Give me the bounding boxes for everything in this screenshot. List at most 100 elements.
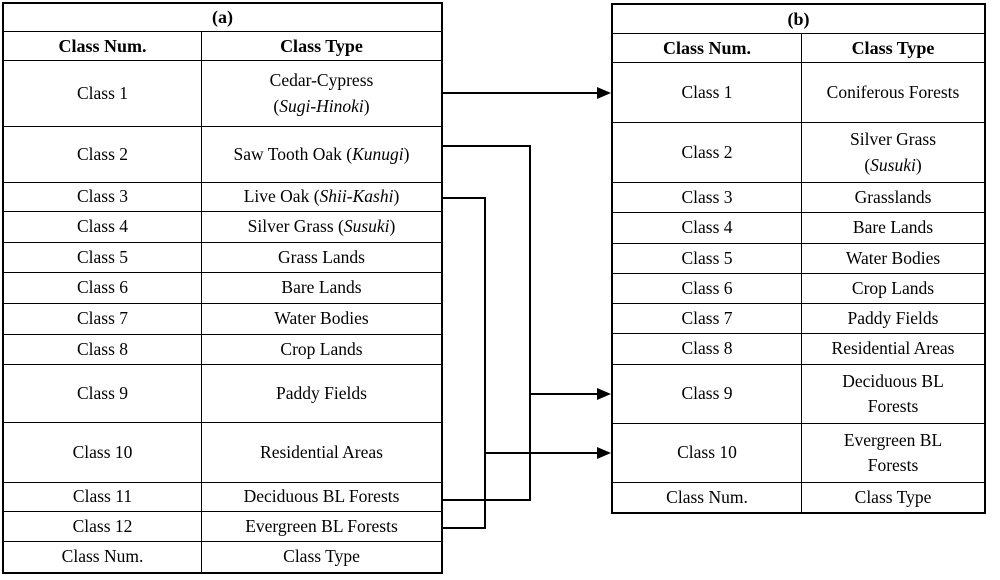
- class-num-cell: Class 2: [613, 123, 802, 182]
- table-row: Class 1 Coniferous Forests: [613, 62, 984, 122]
- class-num-cell: Class 1: [613, 63, 802, 122]
- class-num-label: Class 10: [72, 441, 133, 462]
- class-num-cell: Class 7: [613, 304, 802, 333]
- class-num-label: Class 6: [681, 277, 733, 298]
- footer-header: Class Type: [283, 546, 360, 567]
- class-num-cell: Class 10: [613, 424, 802, 482]
- class-num-cell: Class 2: [4, 127, 202, 182]
- table-row: Class 6 Crop Lands: [613, 273, 984, 303]
- class-type-cell: Residential Areas: [202, 423, 441, 482]
- footer-header: Class Num.: [4, 542, 202, 572]
- text-segment: (: [864, 154, 871, 175]
- class-num-label: Class 12: [72, 515, 133, 536]
- text-segment: Saw Tooth Oak (: [233, 143, 353, 164]
- class-num-label: Class 11: [72, 486, 133, 507]
- class-type-cell: Bare Lands: [802, 213, 984, 243]
- text-segment: Crop Lands: [280, 338, 363, 359]
- class-type-cell: Grass Lands: [202, 243, 441, 272]
- class-type-cell: Crop Lands: [802, 274, 984, 303]
- class-num-label: Class 2: [76, 143, 129, 164]
- class-type-cell: Cedar-Cypress(Sugi-Hinoki): [202, 61, 441, 126]
- class-num-cell: Class 1: [4, 61, 202, 126]
- table_a-footer-row: Class Num. Class Type: [4, 541, 441, 572]
- arrow-a-class1-to-b-class1: [441, 87, 611, 99]
- class-type-cell: Residential Areas: [802, 334, 984, 364]
- table_a-panel-label: (a): [212, 7, 233, 28]
- species-name-italic: Susuki: [870, 154, 916, 175]
- class-num-label: Class 3: [76, 186, 129, 207]
- text-segment: Coniferous Forests: [826, 81, 960, 102]
- class-num-cell: Class 9: [4, 365, 202, 422]
- text-segment: Silver Grass (: [247, 216, 344, 237]
- connector-a-class2-class11-to-b-class9: [441, 145, 611, 501]
- class-type-cell: Silver Grass (Susuki): [202, 212, 441, 242]
- class-num-label: Class 2: [681, 141, 733, 162]
- table_a-title-row: (a): [4, 4, 441, 31]
- footer-header: Class Num.: [613, 483, 802, 512]
- class-type-cell: Deciduous BL Forests: [202, 483, 441, 511]
- table-row: Class 3 Grasslands: [613, 182, 984, 212]
- text-segment: Cedar-Cypress: [269, 70, 374, 91]
- table-row: Class 8 Crop Lands: [4, 334, 441, 364]
- class-type-cell: Coniferous Forests: [802, 63, 984, 122]
- species-name-italic: Susuki: [343, 216, 390, 237]
- text-segment: (: [273, 95, 280, 116]
- class-type-cell: Paddy Fields: [802, 304, 984, 333]
- text-segment: Water Bodies: [845, 247, 941, 268]
- text-segment: Forests: [867, 455, 919, 475]
- connector-a-class3-class12-to-b-class10: [441, 197, 611, 529]
- class-num-cell: Class 3: [4, 183, 202, 211]
- class-num-cell: Class 10: [4, 423, 202, 482]
- class-num-label: Class 5: [681, 247, 733, 268]
- class-num-cell: Class 6: [613, 274, 802, 303]
- text-segment: Crop Lands: [851, 277, 935, 298]
- class-type-cell: Deciduous BL Forests: [802, 365, 984, 423]
- text-segment: Bare Lands: [852, 217, 934, 238]
- class-num-label: Class 7: [681, 307, 733, 328]
- text-segment: Residential Areas: [260, 441, 383, 462]
- table-row: Class 9 Paddy Fields: [4, 364, 441, 422]
- class-type-cell: Evergreen BL Forests: [202, 512, 441, 541]
- table-row: Class 9 Deciduous BL Forests: [613, 364, 984, 423]
- class-type-cell: Grasslands: [802, 183, 984, 212]
- table_b-footer-row: Class Num.Class Type: [613, 482, 984, 512]
- class-num-label: Class 3: [681, 186, 733, 207]
- class-num-label: Class 4: [681, 217, 733, 238]
- table-row: Class 4 Bare Lands: [613, 212, 984, 243]
- text-segment: ): [393, 186, 400, 207]
- text-segment: Paddy Fields: [276, 382, 367, 403]
- text-segment: Residential Areas: [831, 338, 955, 359]
- table-row: Class 12 Evergreen BL Forests: [4, 511, 441, 541]
- class-num-cell: Class 11: [4, 483, 202, 511]
- text-segment: ): [389, 216, 396, 237]
- text-segment: Deciduous BL: [842, 370, 944, 391]
- class-num-cell: Class 4: [613, 213, 802, 243]
- class-num-cell: Class 6: [4, 273, 202, 303]
- text-segment: Paddy Fields: [847, 307, 939, 328]
- class-num-cell: Class 12: [4, 512, 202, 541]
- class-type-cell: Live Oak (Shii-Kashi): [202, 183, 441, 211]
- class-type-cell: Water Bodies: [802, 244, 984, 273]
- text-segment: Bare Lands: [281, 277, 362, 298]
- table-row: Class 6 Bare Lands: [4, 272, 441, 303]
- class-num-label: Class 1: [76, 82, 129, 103]
- table-a: (a) Class Num. Class Type Class 1 Cedar-Cypr…: [2, 2, 443, 574]
- class-type-cell: Paddy Fields: [202, 365, 441, 422]
- column-header: Class Num.: [4, 32, 202, 60]
- class-num-cell: Class 5: [613, 244, 802, 273]
- class-num-cell: Class 9: [613, 365, 802, 423]
- column-header: Class Num.: [613, 34, 802, 62]
- class-num-cell: Class 8: [4, 335, 202, 364]
- text-segment: Water Bodies: [274, 308, 369, 329]
- table-row: Class 5 Water Bodies: [613, 243, 984, 273]
- table_a-header-row: Class Num.Class Type: [4, 31, 441, 60]
- table_b-panel-label: (b): [787, 8, 810, 29]
- table_b-header-row: Class Num.Class Type: [613, 33, 984, 62]
- text-segment: Forests: [867, 396, 919, 416]
